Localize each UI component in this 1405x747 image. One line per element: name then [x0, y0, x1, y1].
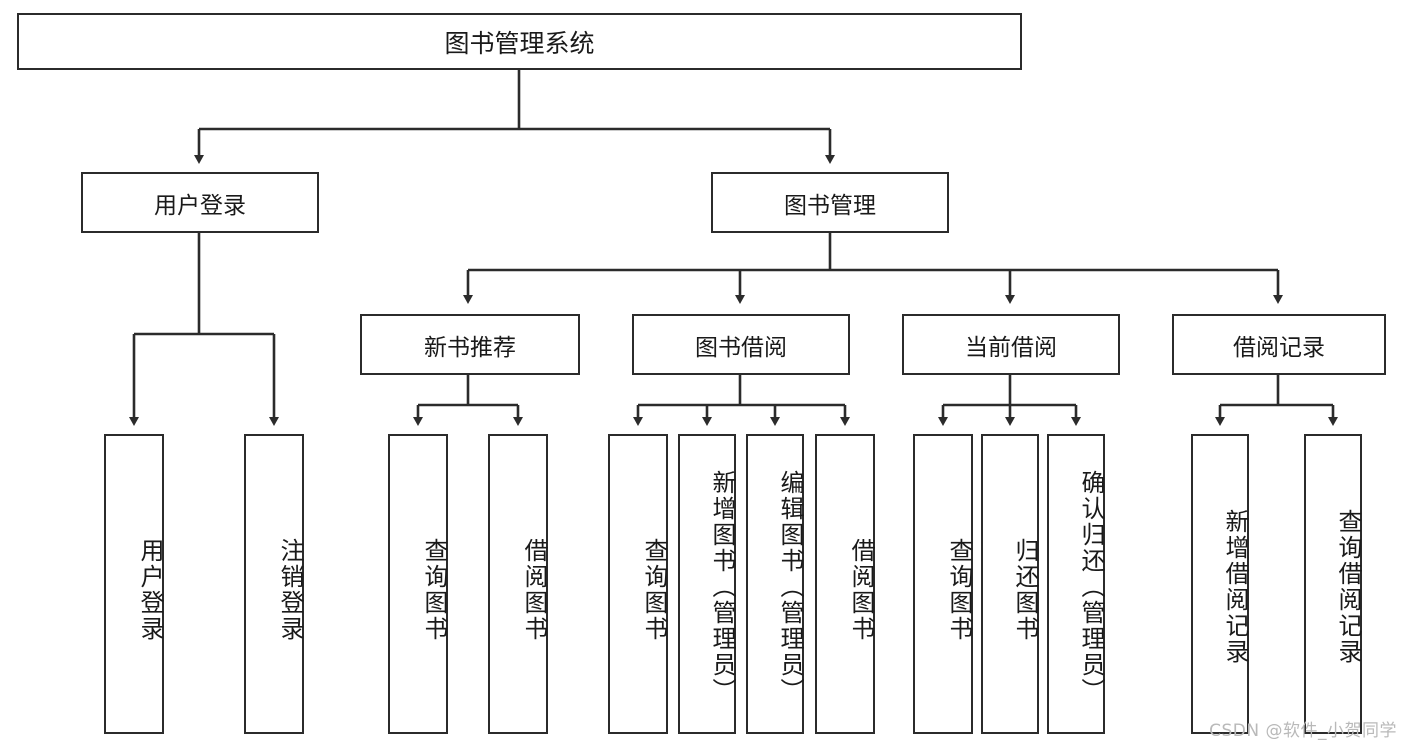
leaf-new-book-borrow[interactable]: 借阅图书 — [488, 434, 548, 734]
node-book-management[interactable]: 图书管理 — [711, 172, 949, 233]
leaf-label: 查询图书 — [945, 538, 973, 642]
watermark: CSDN @软件_小贺同学 — [1209, 721, 1397, 741]
node-current-borrow-label: 当前借阅 — [965, 334, 1057, 361]
leaf-label: 用户登录 — [136, 538, 164, 642]
leaf-label: 归还图书 — [1011, 538, 1039, 642]
leaf-label: 借阅图书 — [520, 538, 548, 642]
node-current-borrow[interactable]: 当前借阅 — [902, 314, 1120, 375]
leaf-label: 新增图书（管理员） — [708, 470, 736, 704]
node-borrow-record[interactable]: 借阅记录 — [1172, 314, 1386, 375]
leaf-label: 查询图书 — [640, 538, 668, 642]
node-new-book-recommend[interactable]: 新书推荐 — [360, 314, 580, 375]
node-book-borrow-label: 图书借阅 — [695, 334, 787, 361]
leaf-borrow-add-book-admin[interactable]: 新增图书（管理员） — [678, 434, 736, 734]
leaf-label: 注销登录 — [276, 538, 304, 642]
node-user-login[interactable]: 用户登录 — [81, 172, 319, 233]
leaf-user-login-logout[interactable]: 注销登录 — [244, 434, 304, 734]
leaf-borrow-edit-book-admin[interactable]: 编辑图书（管理员） — [746, 434, 804, 734]
leaf-current-return-book[interactable]: 归还图书 — [981, 434, 1039, 734]
node-book-management-label: 图书管理 — [784, 192, 876, 219]
leaf-label: 查询图书 — [420, 538, 448, 642]
leaf-label: 新增借阅记录 — [1221, 509, 1249, 665]
leaf-user-login-login[interactable]: 用户登录 — [104, 434, 164, 734]
leaf-label: 查询借阅记录 — [1334, 509, 1362, 665]
node-new-book-recommend-label: 新书推荐 — [424, 334, 516, 361]
leaf-label: 编辑图书（管理员） — [776, 470, 804, 704]
leaf-current-query-book[interactable]: 查询图书 — [913, 434, 973, 734]
leaf-label: 确认归还（管理员） — [1077, 470, 1105, 704]
leaf-record-add-record[interactable]: 新增借阅记录 — [1191, 434, 1249, 734]
leaf-new-book-query[interactable]: 查询图书 — [388, 434, 448, 734]
leaf-borrow-borrow-book[interactable]: 借阅图书 — [815, 434, 875, 734]
node-book-borrow[interactable]: 图书借阅 — [632, 314, 850, 375]
node-root-label: 图书管理系统 — [444, 28, 595, 58]
leaf-borrow-query-book[interactable]: 查询图书 — [608, 434, 668, 734]
leaf-record-query-record[interactable]: 查询借阅记录 — [1304, 434, 1362, 734]
node-user-login-label: 用户登录 — [154, 192, 246, 219]
node-root[interactable]: 图书管理系统 — [17, 13, 1022, 70]
leaf-label: 借阅图书 — [847, 538, 875, 642]
node-borrow-record-label: 借阅记录 — [1233, 334, 1325, 361]
leaf-current-confirm-return-admin[interactable]: 确认归还（管理员） — [1047, 434, 1105, 734]
